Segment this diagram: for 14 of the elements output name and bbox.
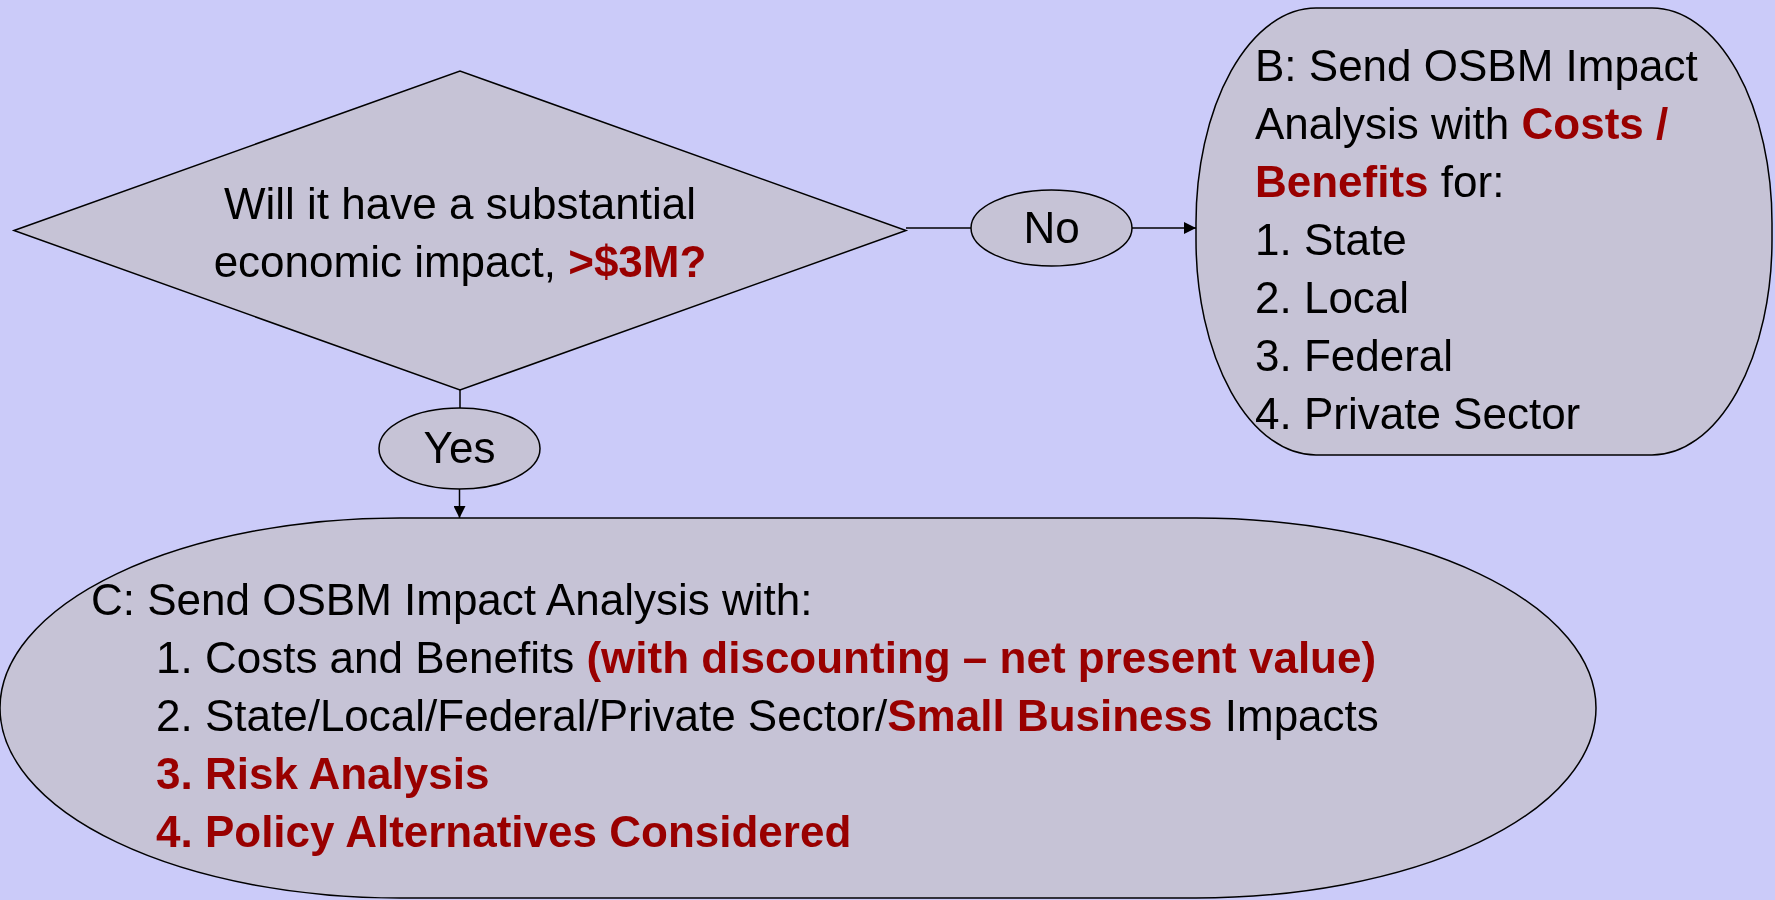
list-item: 4. Private Sector	[1255, 388, 1581, 440]
branch-label: No	[1023, 202, 1080, 254]
list-item: 2. Local	[1255, 272, 1410, 324]
node-text: B: Send OSBM Impact Analysis with Costs / Benefits for:	[1255, 40, 1699, 208]
list-item: 4. Policy Alternatives Considered	[156, 806, 852, 858]
list-item: 2. State/Local/Federal/Private Sector/Small Business Impacts	[156, 690, 1379, 742]
node-text: Will it have a substantial economic impact, >$3M?	[212, 178, 708, 288]
branch-label: Yes	[423, 422, 496, 474]
list-item: 1. State	[1255, 214, 1407, 266]
list-item: 3. Risk Analysis	[156, 748, 490, 800]
list-item: 3. Federal	[1255, 330, 1454, 382]
node-text: C: Send OSBM Impact Analysis with:	[91, 574, 813, 626]
connector-arrow	[453, 488, 466, 519]
list-item: 1. Costs and Benefits (with discounting – net present value)	[156, 632, 1377, 684]
